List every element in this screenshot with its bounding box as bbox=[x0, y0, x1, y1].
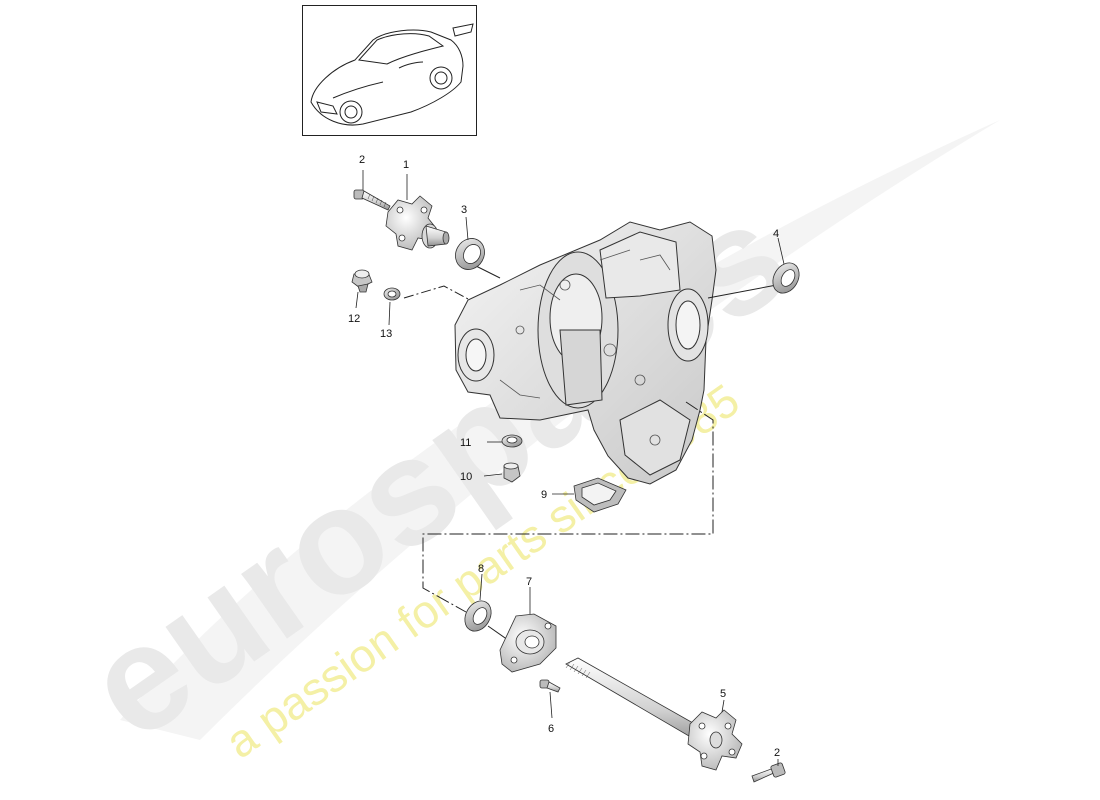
part-1-drive-flange[interactable] bbox=[385, 195, 450, 251]
part-3-seal-ring[interactable] bbox=[450, 233, 490, 275]
transmission-housing bbox=[454, 221, 717, 485]
callout-12: 12 bbox=[348, 313, 360, 325]
vehicle-thumbnail-frame bbox=[302, 5, 477, 136]
callout-2-top: 2 bbox=[359, 154, 365, 166]
watermark-swoosh bbox=[120, 120, 1000, 740]
part-7-bearing-cover[interactable] bbox=[499, 613, 557, 673]
car-thumbnail-icon bbox=[310, 23, 474, 126]
callout-13: 13 bbox=[380, 328, 392, 340]
callout-7: 7 bbox=[526, 576, 532, 588]
part-11-washer[interactable] bbox=[501, 434, 523, 448]
part-2-bolt-top[interactable] bbox=[353, 189, 391, 211]
callout-leaders bbox=[355, 170, 785, 766]
callout-10: 10 bbox=[460, 471, 472, 483]
watermark: eurospares a passion for parts since 198… bbox=[57, 120, 1000, 771]
leader-lines bbox=[403, 261, 783, 641]
part-8-seal-ring[interactable] bbox=[460, 596, 497, 636]
callout-3: 3 bbox=[461, 204, 467, 216]
part-2-bolt-bottom[interactable] bbox=[751, 762, 786, 783]
part-5-output-shaft[interactable] bbox=[565, 657, 743, 771]
leader-12-13 bbox=[403, 285, 471, 301]
part-4-seal-ring[interactable] bbox=[768, 258, 805, 298]
callout-2-bottom: 2 bbox=[774, 747, 780, 759]
part-13-washer[interactable] bbox=[383, 287, 401, 301]
callout-1: 1 bbox=[403, 159, 409, 171]
callout-5: 5 bbox=[720, 688, 726, 700]
callout-6: 6 bbox=[548, 723, 554, 735]
part-12-plug[interactable] bbox=[351, 269, 373, 293]
callout-9: 9 bbox=[541, 489, 547, 501]
part-9-gasket[interactable] bbox=[573, 477, 627, 513]
leader-4 bbox=[707, 283, 783, 299]
part-6-bolt[interactable] bbox=[539, 679, 561, 693]
callout-8: 8 bbox=[478, 563, 484, 575]
leader-8 bbox=[487, 625, 509, 641]
part-10-plug[interactable] bbox=[503, 462, 521, 483]
callout-4: 4 bbox=[773, 228, 779, 240]
callouts: 2 1 3 4 12 13 11 10 9 8 7 6 5 2 bbox=[348, 154, 780, 759]
callout-11: 11 bbox=[460, 437, 471, 449]
leader-output-shaft bbox=[422, 401, 714, 613]
